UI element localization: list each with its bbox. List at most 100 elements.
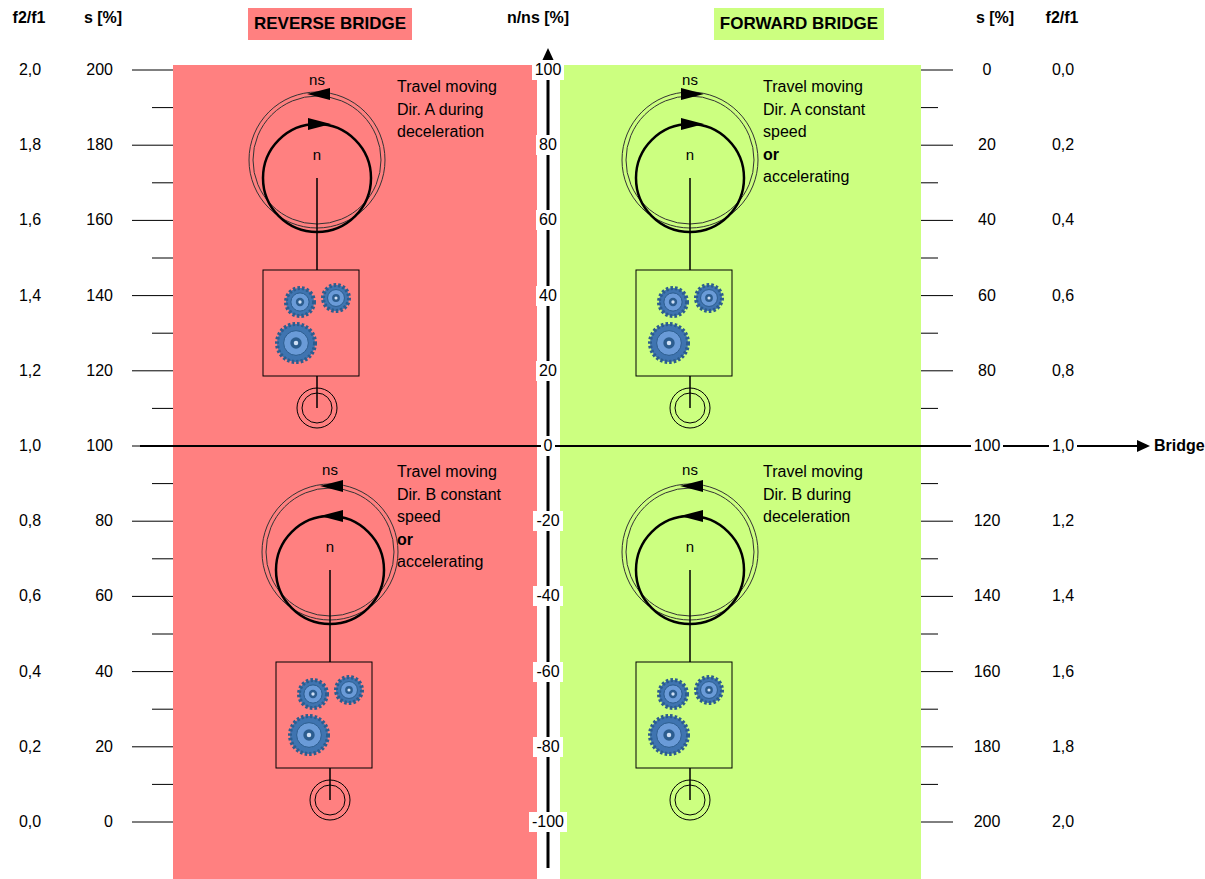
- gear: [650, 324, 688, 362]
- gear-axle: [294, 341, 299, 346]
- speed-value: 40: [536, 286, 560, 306]
- gearbox: [263, 270, 359, 376]
- slip-ratio-value: 0,0: [19, 812, 41, 832]
- gear-hub: [332, 294, 340, 302]
- slip-value: 140: [86, 286, 113, 306]
- slip-ratio-value: 1,8: [1049, 737, 1077, 757]
- gear-axle: [707, 688, 710, 691]
- speed-symbol: n: [686, 537, 694, 557]
- axis-tick: [921, 107, 938, 108]
- wheel: [297, 388, 337, 428]
- axis-tick: [152, 107, 173, 108]
- speed-value: 60: [536, 210, 560, 230]
- operating-note: accelerating: [397, 551, 517, 574]
- wheel: [675, 785, 705, 815]
- rotation-arrow: [320, 510, 343, 522]
- bridge-label: Bridge: [1154, 436, 1205, 456]
- slip-value: 20: [95, 737, 113, 757]
- gear: [290, 716, 328, 754]
- rotation-arrow: [320, 480, 343, 492]
- axis-tick: [921, 709, 938, 710]
- wheel: [670, 780, 710, 820]
- gear-hub: [303, 729, 314, 740]
- gear: [659, 680, 687, 708]
- axis-header: s [%]: [84, 8, 122, 28]
- slip-value: 60: [95, 586, 113, 606]
- wheel: [675, 393, 705, 423]
- axis-tick: [921, 182, 938, 183]
- axis-tick: [132, 220, 173, 221]
- gear-axle: [307, 733, 312, 738]
- slip-value: 0: [104, 812, 113, 832]
- speed-symbol: n: [686, 145, 694, 165]
- axis-header: s [%]: [976, 8, 1014, 28]
- slip-ratio-value: 0,6: [19, 586, 41, 606]
- speed-value: -20: [533, 511, 562, 531]
- speed-value: -40: [533, 586, 562, 606]
- slip-value: 160: [971, 662, 1004, 682]
- axis-header: f2/f1: [13, 8, 46, 28]
- slip-ratio-value: 1,2: [1049, 511, 1077, 531]
- speed-symbol: ns: [322, 460, 338, 480]
- shaft: [329, 570, 331, 662]
- gear-hub: [701, 290, 718, 307]
- drive-figure: [622, 480, 758, 820]
- bridge-title: FORWARD BRIDGE: [720, 14, 878, 33]
- axis-tick: [132, 370, 173, 371]
- slip-ratio-value: 1,4: [1049, 586, 1077, 606]
- slip-ratio-value: 0,0: [1049, 60, 1077, 80]
- axis-header: f2/f1: [1046, 8, 1079, 28]
- gear: [336, 677, 362, 703]
- slip-value: 200: [971, 812, 1004, 832]
- slip-ratio-value: 0,6: [1049, 286, 1077, 306]
- gear-hub: [663, 729, 674, 740]
- gear-hub: [701, 682, 718, 699]
- speed-value: -60: [533, 662, 562, 682]
- wheel: [310, 780, 350, 820]
- axis-tick: [921, 822, 953, 823]
- arrowhead: [1137, 440, 1150, 452]
- shaft: [689, 376, 691, 408]
- gear-hub: [705, 686, 713, 694]
- gear: [659, 288, 687, 316]
- rotation-arrow: [307, 88, 330, 100]
- gear-axle: [667, 733, 672, 738]
- slip-value: 120: [86, 361, 113, 381]
- axis-tick: [152, 709, 173, 710]
- slip-value: 20: [975, 135, 999, 155]
- axis-tick: [921, 333, 938, 334]
- axis-header: n/ns [%]: [507, 8, 569, 28]
- axis-tick: [921, 521, 953, 522]
- slip-ratio-value: 2,0: [19, 60, 41, 80]
- gear-axle: [671, 692, 674, 695]
- slip-ratio-value: 0,4: [1049, 210, 1077, 230]
- gear-hub: [664, 685, 682, 703]
- drive-figure: [262, 480, 398, 820]
- speed-symbol: ns: [682, 70, 698, 90]
- axis-tick: [152, 182, 173, 183]
- axis-tick: [132, 145, 173, 146]
- gearbox: [636, 270, 732, 376]
- slip-ratio-value: 0,8: [1049, 361, 1077, 381]
- rotation-arrow: [308, 118, 331, 130]
- gear: [650, 716, 688, 754]
- slip-value: 100: [971, 436, 1004, 456]
- slip-value: 0: [980, 60, 995, 80]
- axis-tick: [921, 258, 938, 259]
- speed-symbol: ns: [309, 70, 325, 90]
- slip-value: 80: [95, 511, 113, 531]
- slip-value: 100: [86, 436, 113, 456]
- slip-ratio-value: 0,4: [19, 662, 41, 682]
- axis-tick: [152, 634, 173, 635]
- gear-hub: [328, 290, 345, 307]
- forward-region: [560, 65, 921, 879]
- shaft: [689, 570, 691, 662]
- axis-tick: [152, 483, 173, 484]
- axis-tick: [921, 408, 938, 409]
- axis-tick: [152, 784, 173, 785]
- gear: [696, 677, 722, 703]
- shaft: [329, 768, 331, 800]
- gear-axle: [298, 300, 301, 303]
- axis-tick: [132, 746, 173, 747]
